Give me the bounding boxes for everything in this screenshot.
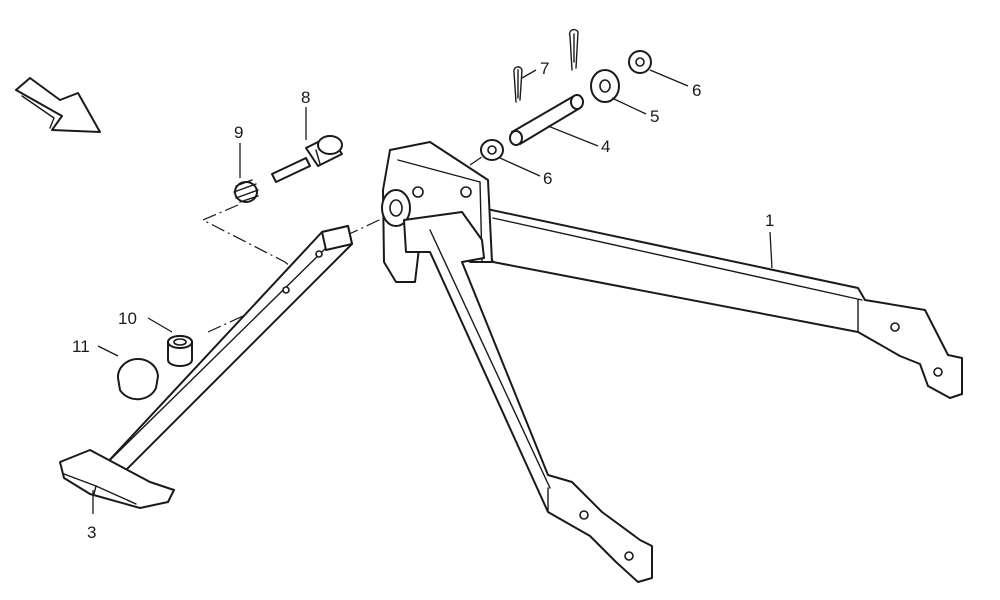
- callout-8: 8: [301, 88, 310, 107]
- callout-4: 4: [601, 137, 610, 156]
- washer-part-6: [480, 139, 504, 161]
- callout-11: 11: [72, 337, 90, 356]
- callout-10: 10: [118, 309, 137, 328]
- pin-part-4: [509, 94, 584, 146]
- leader-lines: [92, 69, 773, 514]
- callout-3: 3: [87, 523, 96, 542]
- direction-arrow-icon: [15, 77, 101, 133]
- frame-leg-hole: [933, 367, 943, 377]
- washer-part-5: [590, 69, 620, 103]
- callout-6: 6: [543, 169, 552, 188]
- callout-5: 5: [650, 107, 659, 126]
- frame-plate-hole: [412, 186, 424, 198]
- spring-part-9: [233, 179, 259, 203]
- knob-part-11: [116, 357, 159, 401]
- frame-leg-hole: [579, 510, 589, 520]
- frame-leg-hole: [624, 551, 634, 561]
- cotter-pin-part-7: [513, 66, 523, 103]
- callout-9: 9: [234, 123, 243, 142]
- frame-plate-hole: [460, 186, 472, 198]
- callout-6: 6: [692, 81, 701, 100]
- frame-part-1: [381, 141, 963, 583]
- callout-1: 1: [765, 211, 774, 230]
- pedal-lever-part-3: [59, 225, 353, 509]
- cotter-pin-part-7: [568, 28, 579, 71]
- bushing-part-10: [167, 335, 193, 367]
- locking-pin-part-8: [271, 135, 343, 183]
- callout-7: 7: [540, 59, 549, 78]
- frame-leg-hole: [890, 322, 900, 332]
- washer-part-6: [628, 50, 652, 74]
